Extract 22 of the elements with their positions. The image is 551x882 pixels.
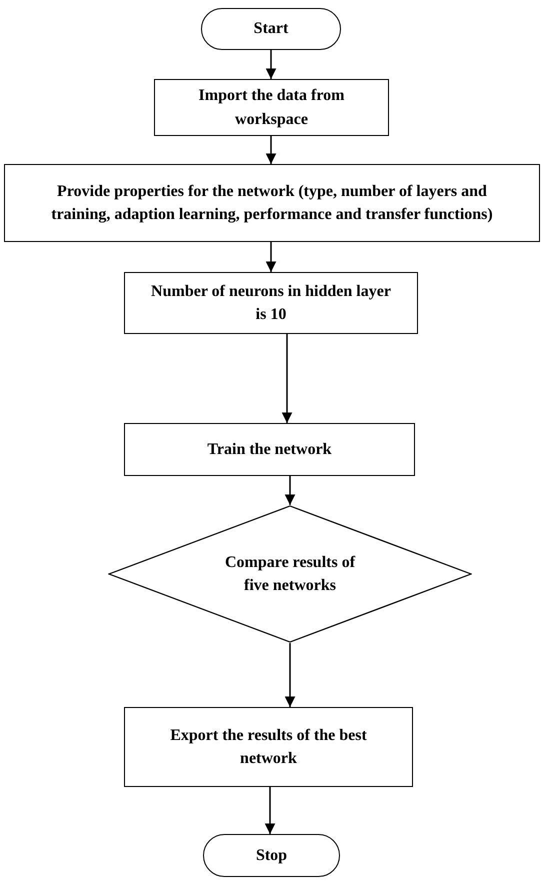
arrow	[266, 242, 276, 272]
node-text: Import the data from workspace	[198, 86, 346, 130]
arrow	[282, 334, 292, 423]
arrow	[284, 643, 296, 707]
terminal-box	[203, 834, 340, 877]
node-text: Start	[254, 19, 288, 40]
process-box	[124, 423, 415, 476]
process-box	[124, 707, 413, 787]
process-box	[154, 79, 389, 136]
arrow	[264, 787, 276, 834]
node-text: Provide properties for the network (type, number of layers and training, adaption learning, performance and transfer functions)	[50, 182, 494, 225]
process-box	[4, 164, 540, 242]
arrow	[284, 476, 296, 505]
process-box	[124, 272, 418, 334]
arrow	[266, 50, 276, 79]
node-text: Export the results of the best network	[169, 726, 368, 769]
node-text: Number of neurons in hidden layer is 10	[150, 282, 392, 325]
arrow	[266, 136, 276, 164]
terminal-box	[201, 8, 341, 50]
node-text: Train the network	[207, 440, 332, 460]
node-text: Compare results of five networks	[224, 552, 356, 596]
node-text: Stop	[256, 846, 288, 866]
